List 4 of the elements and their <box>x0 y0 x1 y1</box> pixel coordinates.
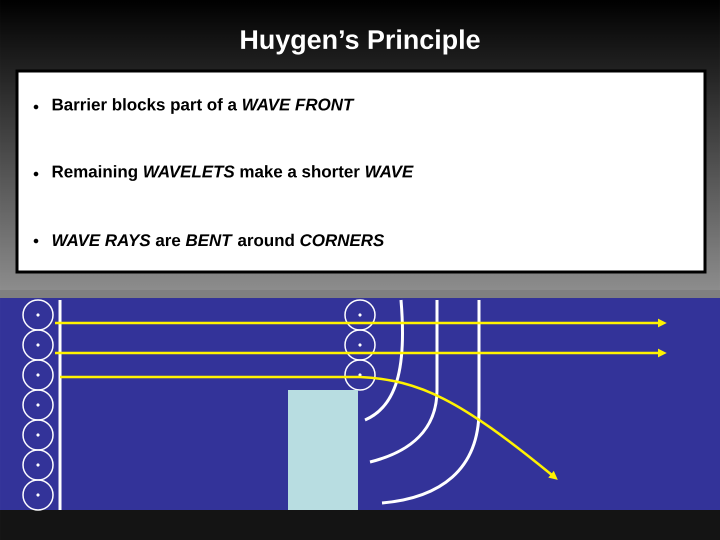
bullet-text: Remaining WAVELETS make a shorter WAVE <box>52 165 414 181</box>
title: Huygen’s Principle <box>241 29 480 55</box>
bullet-text: Barrier blocks part of a WAVE FRONT <box>52 98 354 114</box>
bullet-text: WAVE RAYS are BENT around CORNERS <box>52 234 384 246</box>
